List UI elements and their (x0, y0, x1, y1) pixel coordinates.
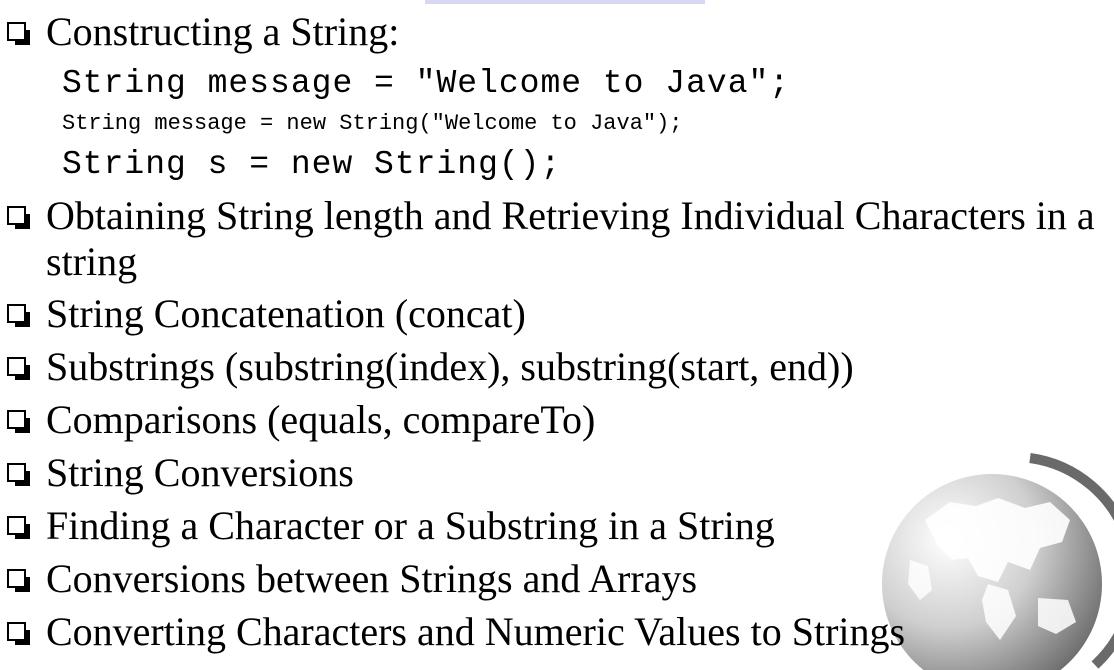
code-line: String s = new String(); (62, 146, 562, 183)
hollow-square-bullet-icon (7, 516, 30, 539)
world-globe-icon (880, 450, 1114, 670)
bullet-item: Comparisons (equals, compareTo) (7, 397, 595, 443)
bullet-item: Constructing a String: (7, 9, 399, 55)
bullet-item: Converting Characters and Numeric Values… (7, 609, 905, 655)
bullet-item: Finding a Character or a Substring in a … (7, 503, 775, 549)
bullet-text: Conversions between Strings and Arrays (46, 556, 698, 601)
code-line: String message = new String("Welcome to … (62, 111, 683, 136)
bullet-text: Comparisons (equals, compareTo) (46, 397, 596, 442)
code-line: String message = "Welcome to Java"; (62, 65, 791, 102)
hollow-square-bullet-icon (7, 622, 30, 645)
bullet-text: String Concatenation (concat) (46, 291, 526, 336)
bullet-text: Obtaining String length and Retrieving I… (46, 193, 1095, 284)
bullet-text: Finding a Character or a Substring in a … (46, 503, 775, 548)
hollow-square-bullet-icon (7, 22, 30, 45)
hollow-square-bullet-icon (7, 410, 30, 433)
bullet-text: Converting Characters and Numeric Values… (46, 609, 906, 654)
hollow-square-bullet-icon (7, 304, 30, 327)
bullet-item: Obtaining String length and Retrieving I… (7, 193, 1114, 285)
bullet-text: String Conversions (46, 450, 354, 495)
hollow-square-bullet-icon (7, 569, 30, 592)
bullet-item: String Conversions (7, 450, 354, 496)
bullet-text: Constructing a String: (46, 9, 400, 54)
bullet-item: String Concatenation (concat) (7, 291, 526, 337)
hollow-square-bullet-icon (7, 206, 30, 229)
top-header-tab (425, 0, 705, 4)
hollow-square-bullet-icon (7, 357, 30, 380)
bullet-item: Substrings (substring(index), substring(… (7, 344, 854, 390)
bullet-text: Substrings (substring(index), substring(… (46, 344, 854, 389)
bullet-item: Conversions between Strings and Arrays (7, 556, 697, 602)
hollow-square-bullet-icon (7, 463, 30, 486)
